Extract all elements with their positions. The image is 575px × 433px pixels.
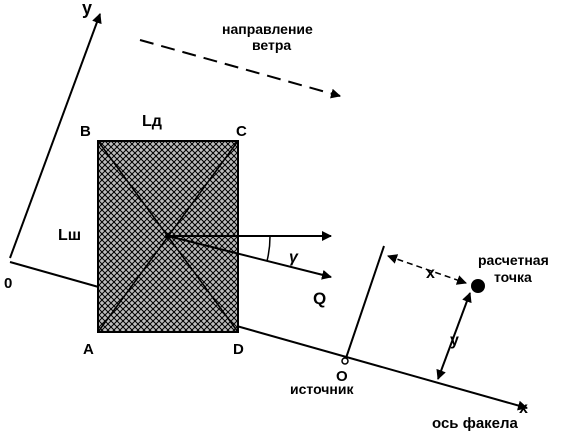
source-label: источник — [290, 381, 354, 397]
plume-axis-line — [9, 261, 528, 411]
q-direction-arrow — [167, 235, 332, 280]
corner-c-label: C — [236, 123, 247, 140]
y-axis — [9, 13, 102, 259]
y-distance-arrow — [436, 292, 472, 380]
calc-point-label-line1: расчетная — [478, 252, 549, 268]
source-point-label: O — [336, 368, 348, 385]
angle-arc — [266, 235, 271, 262]
wind-direction-arrow — [139, 39, 341, 99]
corner-a-label: A — [83, 341, 94, 358]
calculation-point — [471, 279, 485, 293]
angle-label: γ — [289, 249, 299, 266]
width-label: Lш — [58, 227, 81, 244]
x-axis-label: x — [519, 400, 528, 417]
y-distance-label: y — [450, 332, 459, 349]
calc-point-label-line2: точка — [494, 269, 532, 285]
origin-label: 0 — [4, 275, 12, 292]
wind-label-line2: ветра — [252, 37, 291, 53]
length-label: Lд — [142, 113, 162, 130]
y-axis-label: y — [82, 0, 92, 18]
x-distance-label: x — [426, 265, 435, 282]
corner-b-label: B — [80, 123, 91, 140]
flow-label: Q — [313, 289, 326, 308]
source-point — [341, 357, 349, 365]
x-distance-arrow — [387, 254, 467, 285]
source-perpendicular — [344, 245, 385, 362]
plume-axis-label: ось факела — [432, 415, 519, 432]
wind-label-line1: направление — [222, 21, 313, 37]
corner-d-label: D — [233, 341, 244, 358]
